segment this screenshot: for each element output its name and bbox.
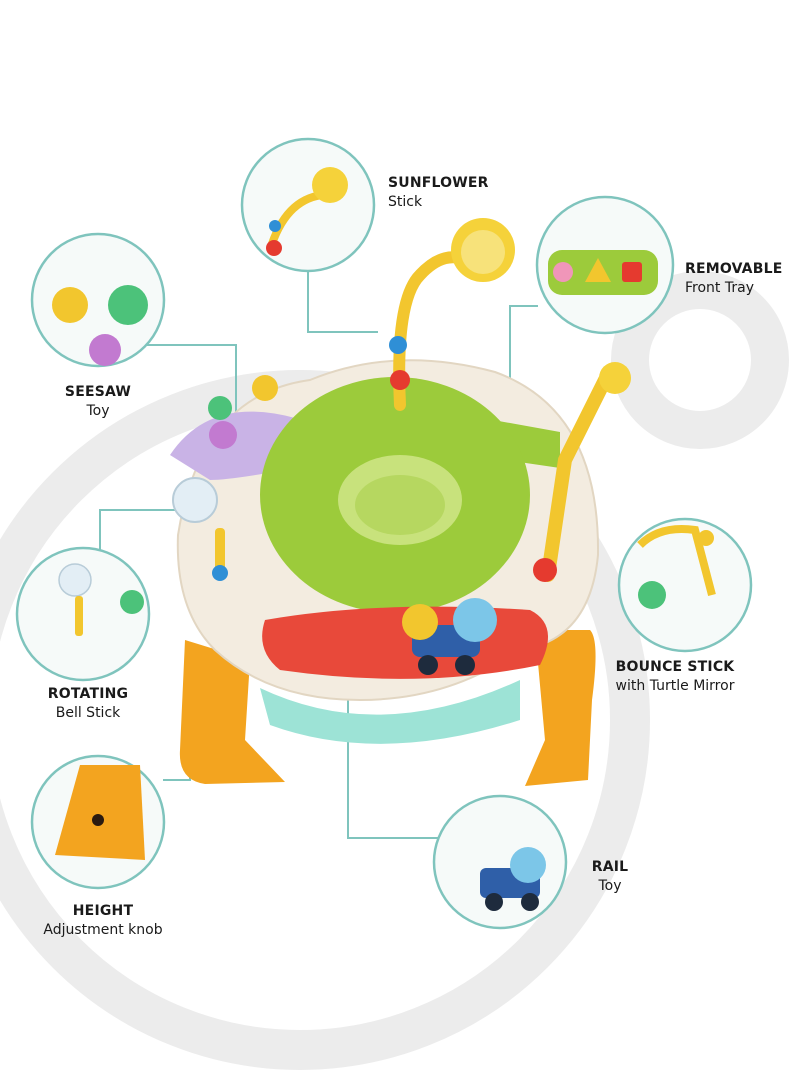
callout-title: REMOVABLE xyxy=(685,261,783,277)
rotating-bell-stick xyxy=(172,477,228,581)
detail-removable xyxy=(535,195,675,335)
snail-toy xyxy=(402,598,497,675)
detail-bounce xyxy=(617,517,753,653)
callout-title: ROTATING xyxy=(47,686,129,702)
bounce-stick xyxy=(533,362,631,582)
detail-rail xyxy=(432,794,568,930)
detail-rotating xyxy=(15,546,151,682)
detail-height xyxy=(30,754,166,890)
callout-subtitle: Adjustment knob xyxy=(43,922,163,938)
callout-rotating: ROTATING Bell Stick xyxy=(33,685,143,723)
callout-sunflower: SUNFLOWER Stick xyxy=(388,174,489,212)
callout-title: SUNFLOWER xyxy=(388,175,489,191)
seesaw-tray xyxy=(170,411,295,480)
detail-seesaw xyxy=(30,232,166,368)
leg-left xyxy=(179,640,285,784)
detail-circles xyxy=(15,137,753,930)
callout-subtitle: Toy xyxy=(86,403,110,419)
callout-title: BOUNCE STICK xyxy=(615,659,735,675)
callout-title: RAIL xyxy=(591,859,629,875)
base-mat xyxy=(260,680,520,744)
callout-seesaw: SEESAW Toy xyxy=(48,383,148,421)
callout-rail: RAIL Toy xyxy=(575,858,645,896)
callout-bounce: BOUNCE STICK with Turtle Mirror xyxy=(585,658,765,696)
callout-title: SEESAW xyxy=(64,384,132,400)
detail-sunflower xyxy=(240,137,376,273)
callout-subtitle: Stick xyxy=(388,194,423,210)
callout-subtitle: Toy xyxy=(598,878,622,894)
activity-jumper xyxy=(170,218,631,786)
callout-subtitle: Front Tray xyxy=(685,280,754,296)
callout-removable: REMOVABLE Front Tray xyxy=(685,260,782,298)
leg-right xyxy=(525,630,596,786)
callout-subtitle: with Turtle Mirror xyxy=(615,678,735,694)
callout-subtitle: Bell Stick xyxy=(55,705,121,721)
callout-height: HEIGHT Adjustment knob xyxy=(33,902,173,940)
callout-title: HEIGHT xyxy=(72,903,134,919)
sunflower-stick xyxy=(389,218,515,411)
